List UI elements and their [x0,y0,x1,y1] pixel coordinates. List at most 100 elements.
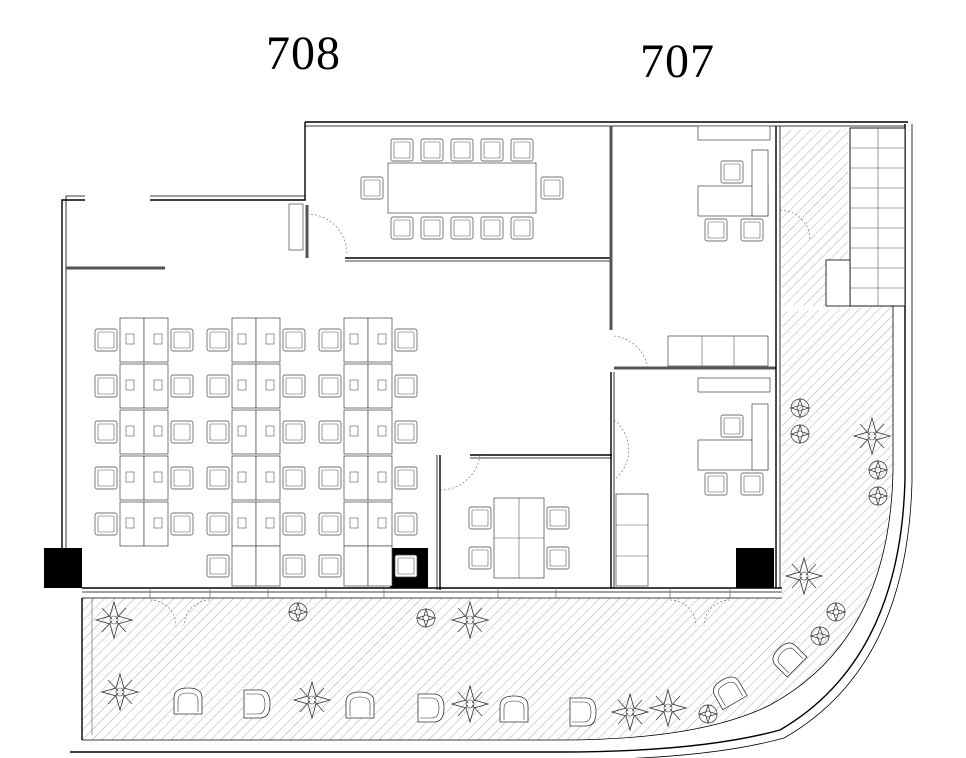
chair-icon [468,506,492,530]
chair-icon [394,328,418,352]
monitor [265,425,275,437]
chair-icon [450,216,474,240]
workstations [119,317,393,587]
desk [143,363,169,409]
desk [143,317,169,363]
chair-icon [704,218,728,242]
chair-icon [720,414,744,438]
monitor [349,517,359,529]
chair-icon [206,512,230,536]
monitor [237,333,247,345]
desk [231,455,257,501]
chair-icon [480,216,504,240]
chair-icon [394,466,418,490]
monitor [377,333,387,345]
desk [119,455,145,501]
column-icon [44,548,82,588]
desk [343,501,369,547]
chair-icon [318,420,342,444]
desk [119,501,145,547]
chair-icon [170,328,194,352]
monitor [237,471,247,483]
desk [255,501,281,547]
monitor [125,425,135,437]
monitor [125,379,135,391]
chair-icon [318,466,342,490]
monitor [153,471,163,483]
chair-icon [94,512,118,536]
chair-icon [394,554,418,578]
chair-icon [282,420,306,444]
monitor [377,379,387,391]
chair-icon [390,216,414,240]
door-swing-icon [149,209,811,627]
chair-icon [282,554,306,578]
desk [143,501,169,547]
terrace-edge [70,124,913,758]
desk [367,317,393,363]
chair-icon [546,546,570,570]
stairs [825,127,906,307]
chair-icon [450,138,474,162]
chair-icon [510,216,534,240]
monitor [349,333,359,345]
chair-icon [94,466,118,490]
desk [343,409,369,455]
chair-icon [206,374,230,398]
column-icon [736,548,774,588]
desk [367,501,393,547]
desk [367,545,393,587]
chair-icon [360,176,384,200]
monitor [377,517,387,529]
monitor [349,425,359,437]
desk [367,363,393,409]
chair-icon [704,472,728,496]
chair-icon [318,554,342,578]
desk [255,317,281,363]
chair-icon [345,691,375,719]
monitor [265,333,275,345]
chair-icon [417,693,445,723]
chair-icon [569,697,597,727]
desk [343,545,369,587]
desk [143,409,169,455]
unit-label-708: 708 [266,27,341,80]
chair-icon [510,138,534,162]
chair-icon [318,374,342,398]
monitor [377,471,387,483]
desk [367,455,393,501]
monitor [153,517,163,529]
desk [231,363,257,409]
chair-icon [170,466,194,490]
chair-icon [480,138,504,162]
chair-icon [282,466,306,490]
chair-icon [394,374,418,398]
unit-label-707: 707 [640,35,715,88]
chair-icon [740,472,764,496]
chair-icon [318,512,342,536]
chair-icon [170,512,194,536]
desk [231,501,257,547]
desk [255,363,281,409]
chair-icon [282,328,306,352]
desk [255,545,281,587]
desk [119,317,145,363]
chair-icon [394,512,418,536]
facade-mullions [149,588,731,598]
chair-icon [420,216,444,240]
chair-icon [206,328,230,352]
desk [343,363,369,409]
chair-icon [390,138,414,162]
desk [231,545,257,587]
monitor [237,425,247,437]
chair-icon [170,374,194,398]
office-707-upper [667,149,769,367]
chair-icon [394,420,418,444]
chair-icon [546,506,570,530]
monitor [237,379,247,391]
desk [343,317,369,363]
chair-icon [720,160,744,184]
desk [143,455,169,501]
monitor [153,333,163,345]
chair-icon [173,687,203,715]
